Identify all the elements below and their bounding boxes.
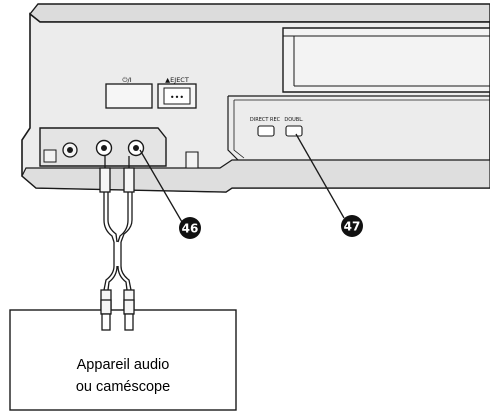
external-device-box [9,309,237,411]
doubl-button[interactable]: DOUBL. [284,117,304,137]
device-box-line2: ou caméscope [75,379,171,395]
eject-button[interactable]: ▲EJECT ••• [157,76,197,109]
eject-label: ▲EJECT [165,76,189,84]
direct-rec-button[interactable]: DIRECT REC [250,117,281,137]
callout-47-number: 47 [344,220,361,234]
callout-47-leader [295,133,345,219]
power-button[interactable]: ⏻/I [105,76,153,109]
video-jack[interactable] [95,139,113,157]
vcr-lower-band [21,159,490,193]
audio-jack[interactable] [127,139,145,157]
device-box-line1: Appareil audio [76,357,170,373]
power-label: ⏻/I [122,76,131,84]
panel-clip [185,151,199,169]
doubl-label: DOUBL. [284,117,304,123]
direct-rec-label: DIRECT REC [250,117,281,123]
vcr-top-surface [29,3,490,23]
input-jack-panel [39,127,167,167]
s-video-jack[interactable] [62,142,78,158]
cassette-slot[interactable] [282,27,490,93]
callout-47: 47 [341,215,363,237]
callout-46-leader [139,149,183,223]
callout-46-number: 46 [182,222,199,236]
eject-dots: ••• [170,93,184,102]
callout-46: 46 [179,217,201,239]
